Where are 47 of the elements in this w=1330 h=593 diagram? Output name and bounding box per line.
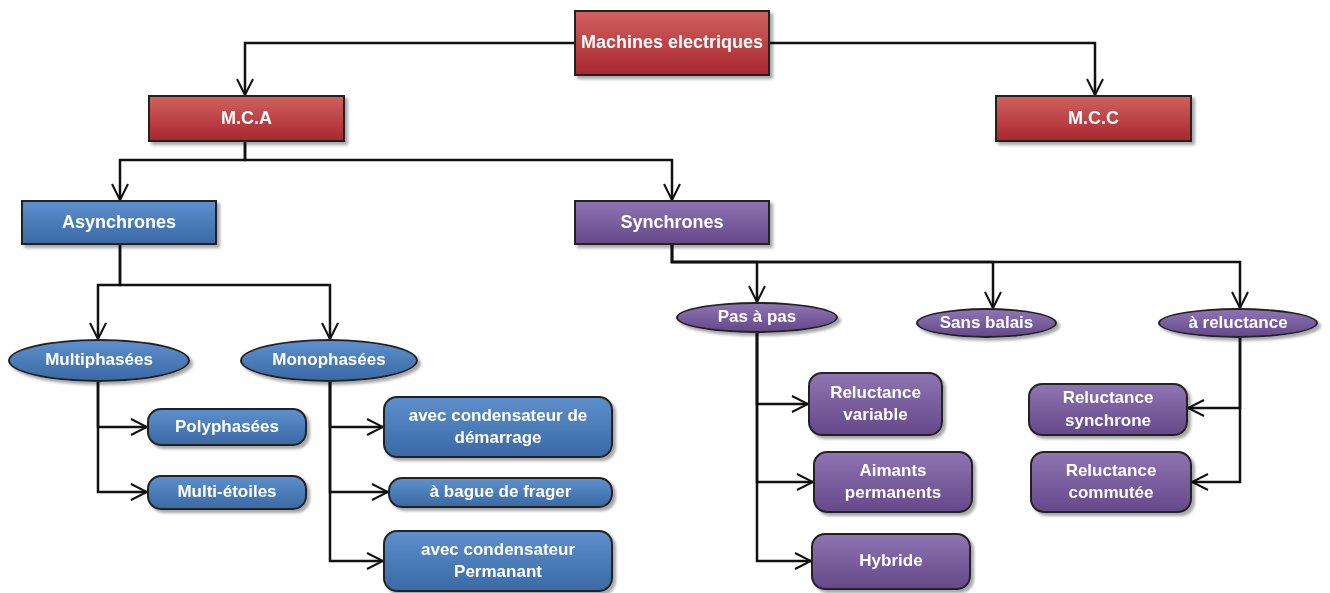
node-label: Reluctance synchrone (1061, 387, 1155, 432)
node-label: avec condensateur Permanant (420, 538, 576, 583)
rounded-box (383, 530, 613, 592)
node-label: M.C.A (221, 106, 272, 130)
arrow (1191, 338, 1242, 491)
process-box (21, 200, 217, 245)
rounded-box (147, 408, 307, 446)
rounded-box (1028, 383, 1188, 436)
rounded-box (813, 451, 973, 513)
rounded-box (811, 533, 971, 590)
node-label: Aimants permanents (843, 459, 943, 504)
node-label: avec condensateur de démarrage (407, 404, 589, 449)
rounded-box (147, 475, 307, 510)
ellipse-node (676, 302, 838, 333)
node-label: Hybride (859, 550, 923, 573)
arrow (236, 41, 574, 96)
ellipse-node (916, 308, 1057, 338)
node-label: Pas à pas (717, 306, 797, 329)
node-label: Sans balais (939, 311, 1034, 334)
process-box (148, 95, 345, 142)
arrow (243, 142, 681, 201)
arrow (96, 382, 148, 501)
node-label: Reluctance commutée (1064, 459, 1158, 504)
rounded-box (383, 396, 613, 458)
process-box (574, 10, 770, 76)
node-label: Reluctance variable (829, 381, 922, 426)
node-label: Asynchrones (61, 210, 176, 234)
rounded-box (808, 372, 943, 436)
node-label: Multiphasées (45, 349, 153, 372)
node-label: à bague de frager (429, 481, 572, 504)
arrow (328, 382, 384, 570)
arrow (770, 41, 1104, 96)
node-label: à reluctance (1188, 311, 1288, 334)
rounded-box (1030, 451, 1192, 513)
node-label: Monophasées (272, 349, 386, 372)
node-label: Multi-étoiles (177, 481, 277, 504)
arrow (755, 333, 812, 570)
node-label: Synchrones (620, 210, 724, 234)
node-label: Polyphasées (175, 415, 279, 438)
node-label: Machines electriques (580, 31, 764, 55)
arrow (670, 245, 1249, 309)
node-label: M.C.C (1068, 106, 1119, 130)
ellipse-node (1158, 308, 1318, 338)
process-box (574, 200, 770, 245)
arrow (118, 245, 339, 340)
rounded-box (388, 477, 613, 508)
process-box (995, 95, 1192, 142)
